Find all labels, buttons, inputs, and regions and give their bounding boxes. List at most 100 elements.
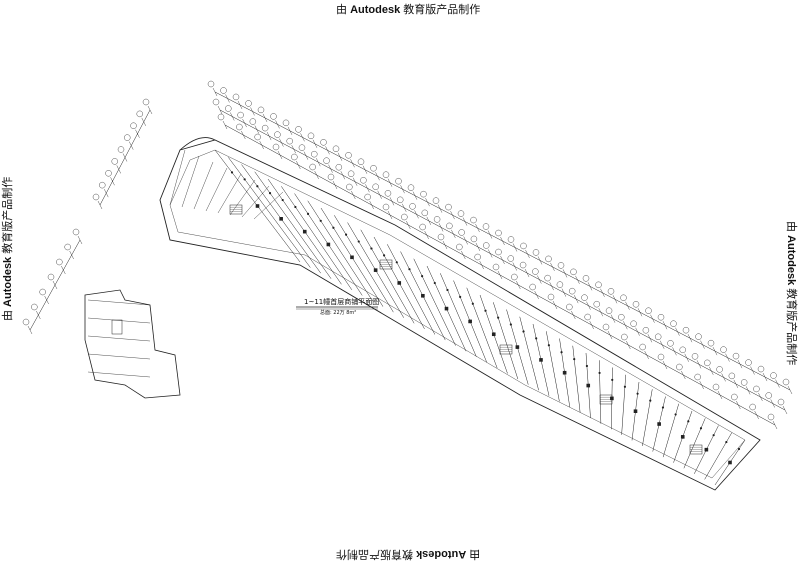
axis-bubble: [595, 281, 602, 289]
shop-partition-wall: [642, 389, 653, 447]
structural-column: [539, 358, 543, 362]
shop-label-marker: [509, 323, 512, 326]
axis-bubble: [432, 197, 440, 204]
axis-row-lower-tick: [296, 160, 301, 170]
axis-bubble: [532, 249, 540, 256]
axis-row-left-upper-tick: [141, 117, 146, 126]
shop-label-marker: [281, 198, 284, 202]
axis-row-middle-tick: [426, 216, 431, 225]
axis-row-upper-tick: [350, 159, 355, 168]
axis-bubble: [245, 100, 252, 107]
axis-bubble: [511, 273, 518, 281]
axis-bubble: [495, 248, 502, 256]
axis-bubble: [492, 263, 500, 271]
axis-row-left-upper-tick: [147, 105, 153, 115]
axis-bubble: [470, 216, 477, 224]
axis-bubble: [621, 333, 628, 341]
detached-building-wall: [87, 335, 151, 342]
axis-bubble: [395, 177, 402, 185]
axis-bubble: [323, 157, 330, 164]
axis-row-left-upper-tick: [122, 153, 128, 162]
shop-label-marker: [332, 226, 335, 229]
axis-bubble: [397, 196, 404, 204]
axis-row-middle-tick: [696, 360, 702, 369]
axis-row-middle-tick: [659, 340, 665, 349]
axis-row-middle-tick: [217, 105, 223, 115]
detached-building-wall: [87, 371, 151, 378]
axis-bubble: [225, 105, 232, 112]
axis-bubble: [311, 150, 318, 158]
shop-label-marker: [712, 434, 715, 437]
watermark-prefix: 由: [336, 4, 347, 16]
shop-label-marker: [585, 364, 589, 368]
axis-row-left-lower-tick: [36, 310, 41, 320]
axis-bubble: [320, 139, 327, 146]
axis-bubble: [732, 352, 740, 360]
axis-bubble: [731, 393, 738, 401]
axis-bubble: [419, 223, 426, 231]
axis-bubble: [47, 273, 55, 281]
axis-bubble: [483, 242, 490, 249]
shop-label-marker: [497, 316, 500, 319]
axis-bubble: [31, 303, 38, 311]
shop-partition-wall: [387, 244, 436, 335]
axis-bubble: [520, 242, 527, 250]
axis-bubble: [335, 164, 343, 171]
axis-bubble: [679, 346, 686, 354]
axis-row-upper-tick: [550, 262, 555, 272]
shop-label-marker: [268, 192, 272, 195]
shop-label-marker: [547, 344, 550, 347]
head-block-wall: [169, 149, 186, 206]
axis-row-lower-tick: [607, 330, 613, 340]
shop-label-marker: [636, 392, 639, 395]
axis-bubble: [360, 177, 367, 184]
axis-bubble: [670, 320, 677, 327]
axis-row-upper-tick: [725, 353, 730, 362]
axis-bubble: [237, 111, 244, 119]
axis-row-left-upper-tick: [110, 177, 115, 186]
axis-bubble: [667, 340, 674, 347]
axis-row-middle-tick: [647, 334, 653, 343]
shop-label-marker: [573, 358, 576, 361]
axis-bubble: [765, 392, 772, 399]
structural-column: [728, 460, 732, 465]
building-inner-outline: [169, 149, 746, 479]
axis-row-upper-tick: [487, 230, 493, 239]
axis-bubble: [309, 163, 316, 171]
stair-core: [111, 319, 123, 335]
watermark-suffix: 教育版产品制作: [336, 548, 413, 560]
axis-bubble: [382, 171, 390, 178]
axis-bubble: [544, 274, 551, 282]
shop-partition-wall: [599, 360, 602, 424]
axis-row-upper-tick: [325, 146, 330, 155]
axis-row-middle-tick: [537, 275, 542, 284]
axis-bubble: [716, 366, 723, 373]
structural-column: [326, 242, 331, 247]
axis-row-middle-tick: [242, 118, 247, 128]
axis-row-upper-tick: [425, 198, 430, 207]
axis-bubble: [602, 323, 610, 331]
axis-row-upper-tick: [675, 327, 680, 336]
axis-bubble: [212, 98, 220, 106]
axis-row-middle-tick: [365, 184, 370, 193]
axis-row-upper-tick: [500, 236, 505, 246]
shop-label-marker: [256, 185, 259, 188]
axis-bubble: [261, 124, 269, 132]
head-block-wall: [241, 185, 270, 218]
axis-bubble: [136, 110, 143, 118]
shop-label-marker: [344, 233, 348, 236]
axis-row-left-lower-tick: [52, 280, 58, 290]
axis-bubble: [547, 293, 555, 301]
axis-bubble: [570, 268, 577, 276]
shop-partition-wall: [360, 229, 415, 324]
axis-bubble: [557, 262, 565, 269]
axis-bubble: [581, 294, 588, 301]
axis-row-middle-tick: [352, 177, 358, 186]
axis-row-left-upper-tick: [116, 165, 121, 174]
axis-bubble: [767, 413, 775, 421]
axis-row-upper-tick: [475, 223, 480, 233]
axis-row-lower-tick: [754, 410, 759, 420]
axis-bubble: [130, 122, 137, 129]
axis-bubble: [270, 113, 277, 120]
axis-bubble: [620, 294, 627, 301]
